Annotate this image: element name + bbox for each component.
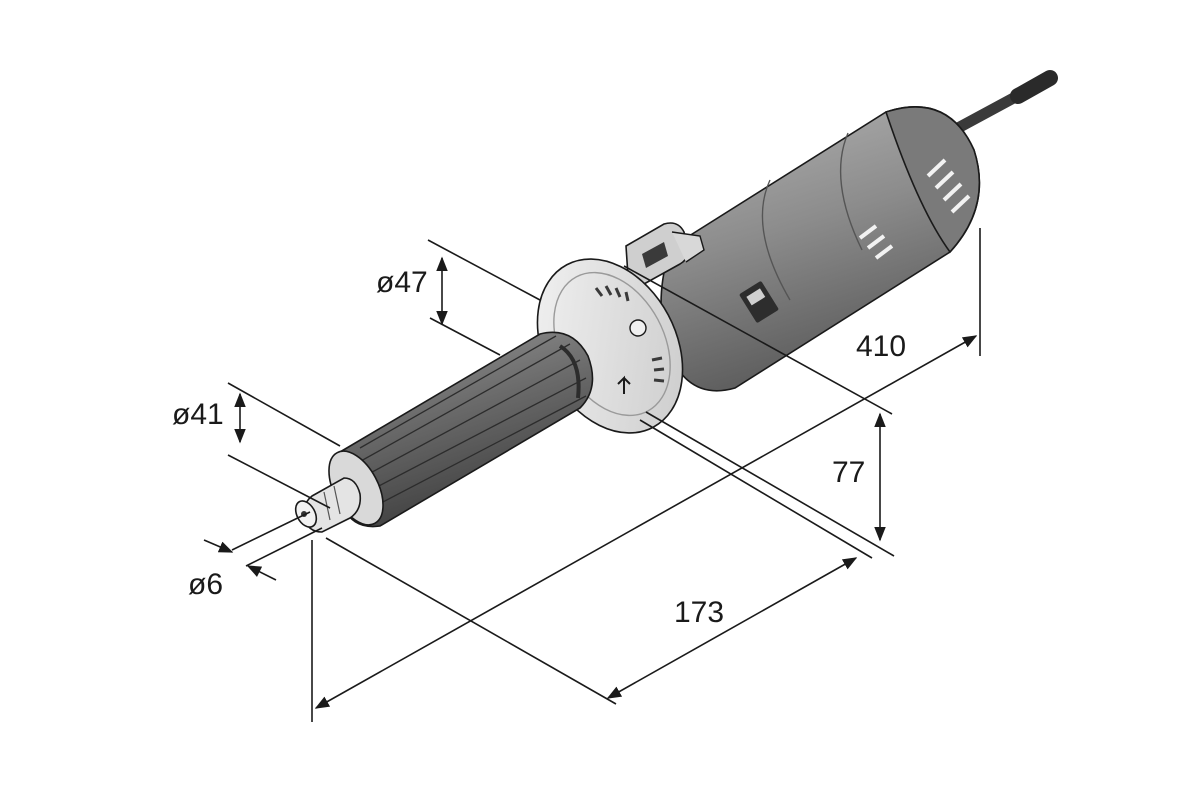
dimension-labels: ø47 ø41 ø6 410 77 173 <box>172 266 906 629</box>
dimension-lines <box>203 228 981 722</box>
dim-label-d6: ø6 <box>188 568 223 601</box>
label-plate <box>739 281 779 323</box>
dim-label-d41: ø41 <box>172 398 224 431</box>
grinder-illustration <box>294 70 1058 533</box>
lock-button-icon <box>629 319 647 337</box>
vent-slots <box>858 158 971 260</box>
dim-label-d47: ø47 <box>376 266 428 299</box>
dim-label-77: 77 <box>832 456 865 489</box>
dim-label-410: 410 <box>856 330 906 363</box>
power-cable <box>952 70 1058 134</box>
motor-housing <box>660 106 981 392</box>
dim-label-173: 173 <box>674 596 724 629</box>
